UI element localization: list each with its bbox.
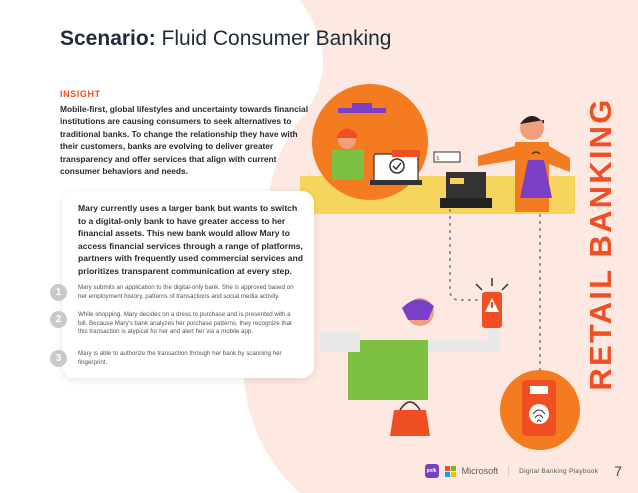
step-number: 3 (50, 350, 67, 367)
title-text: Fluid Consumer Banking (155, 27, 392, 50)
step-number: 2 (50, 311, 67, 328)
step-2: 2 While shopping, Mary decides on a dres… (50, 311, 314, 341)
side-title: RETAIL BANKING (583, 97, 618, 391)
step-number: 1 (50, 284, 67, 301)
step-text: While shopping, Mary decides on a dress … (78, 311, 292, 336)
svg-text:$: $ (436, 155, 440, 162)
insight-label: INSIGHT (60, 89, 101, 99)
card-lead-text: Mary currently uses a larger bank but wa… (78, 203, 303, 276)
handbag-icon (390, 410, 430, 436)
step-3: 3 Mary is able to authorize the transact… (50, 350, 314, 380)
step-text: Mary submits an application to the digit… (78, 284, 294, 300)
title-prefix: Scenario: (60, 27, 156, 50)
playbook-title: Digital Banking Playbook (519, 467, 599, 475)
footer-divider (508, 466, 510, 476)
footer: pxlk Microsoft Digital Banking Playbook … (424, 463, 622, 479)
banking-illustration: $ (300, 84, 580, 450)
checkmark-icon (389, 158, 405, 174)
insight-body: Mobile-first, global lifestyles and unce… (60, 104, 309, 177)
scenario-card: Mary currently uses a larger bank but wa… (50, 191, 314, 380)
dress (520, 160, 552, 198)
fingerprint-icon (529, 404, 549, 424)
step-text: Mary is able to authorize the transactio… (78, 350, 282, 366)
page-title: Scenario: Fluid Consumer Banking (60, 27, 391, 51)
pxlk-logo: pxlk (424, 464, 439, 478)
microsoft-wordmark: Microsoft (461, 466, 499, 476)
step-1: 1 Mary submits an application to the dig… (50, 284, 314, 314)
page-number: 7 (614, 463, 622, 479)
microsoft-logo-icon (444, 465, 456, 477)
